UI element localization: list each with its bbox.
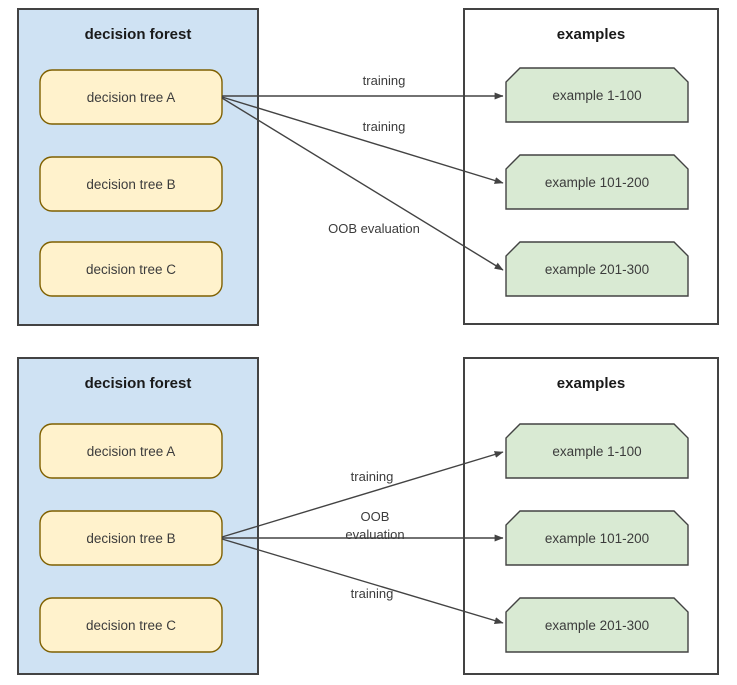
edge-edge-top-2: training [221,96,504,184]
tree-node-shape[interactable] [39,156,223,212]
tree-node-shape[interactable] [39,423,223,479]
forest-panel: decision forest decision tree A decision t… [17,357,259,675]
forest-panel-title: decision forest [85,375,192,392]
tree-node-label: decision tree C [86,618,176,633]
tree-node-shape[interactable] [39,510,223,566]
example-node-example-1[interactable]: example 1-100 [505,67,689,123]
example-node-label: example 101-200 [545,175,649,190]
edge-arrow [221,538,504,624]
tree-node-tree-c2[interactable]: decision tree C [39,597,223,653]
example-node-label: example 101-200 [545,531,649,546]
edge-edge-top-1: training [222,73,504,100]
tree-node-tree-c[interactable]: decision tree C [39,241,223,297]
example-node-example-2b[interactable]: example 101-200 [505,510,689,566]
edge-label: training [351,469,394,484]
tree-node-shape[interactable] [39,69,223,125]
tree-node-label: decision tree A [87,90,176,105]
edge-label: training [351,586,394,601]
example-node-example-3[interactable]: example 201-300 [505,241,689,297]
tree-node-tree-a[interactable]: decision tree A [39,69,223,125]
examples-panel-title: examples [557,26,625,43]
edge-label: OOB evaluation [328,221,420,236]
example-node-example-1b[interactable]: example 1-100 [505,423,689,479]
example-node-example-2[interactable]: example 101-200 [505,154,689,210]
edge-edge-bot-3: training [221,538,504,624]
forest-panel: decision forest decision tree A decision t… [17,8,259,326]
example-node-shape[interactable] [505,67,689,123]
example-node-shape[interactable] [505,154,689,210]
example-node-shape[interactable] [505,423,689,479]
edge-label: training [363,119,406,134]
examples-panel: examples example 1-100 example 101-200 exam… [463,8,719,325]
example-node-label: example 201-300 [545,262,649,277]
example-node-shape[interactable] [505,241,689,297]
edge-arrow [221,97,504,271]
tree-node-label: decision tree B [86,177,175,192]
tree-node-tree-b2[interactable]: decision tree B [39,510,223,566]
figure-figure-bottom: decision forest decision tree A decision t… [17,357,719,675]
tree-node-label: decision tree B [86,531,175,546]
forest-panel-title: decision forest [85,26,192,43]
figure-figure-top: decision forest decision tree A decision t… [17,8,719,326]
tree-node-shape[interactable] [39,241,223,297]
examples-panel-title: examples [557,375,625,392]
tree-node-tree-a2[interactable]: decision tree A [39,423,223,479]
edge-label: training [363,73,406,88]
edge-arrow [221,451,504,538]
example-node-label: example 201-300 [545,618,649,633]
tree-node-label: decision tree A [87,444,176,459]
example-node-shape[interactable] [505,510,689,566]
edge-edge-top-3: OOB evaluation [221,97,504,271]
example-node-label: example 1-100 [552,88,641,103]
tree-node-tree-b[interactable]: decision tree B [39,156,223,212]
example-node-shape[interactable] [505,597,689,653]
edge-arrow [221,96,504,184]
example-node-example-3b[interactable]: example 201-300 [505,597,689,653]
examples-panel: examples example 1-100 example 101-200 exam… [463,357,719,675]
tree-node-shape[interactable] [39,597,223,653]
tree-node-label: decision tree C [86,262,176,277]
example-node-label: example 1-100 [552,444,641,459]
edge-edge-bot-1: training [221,451,504,538]
